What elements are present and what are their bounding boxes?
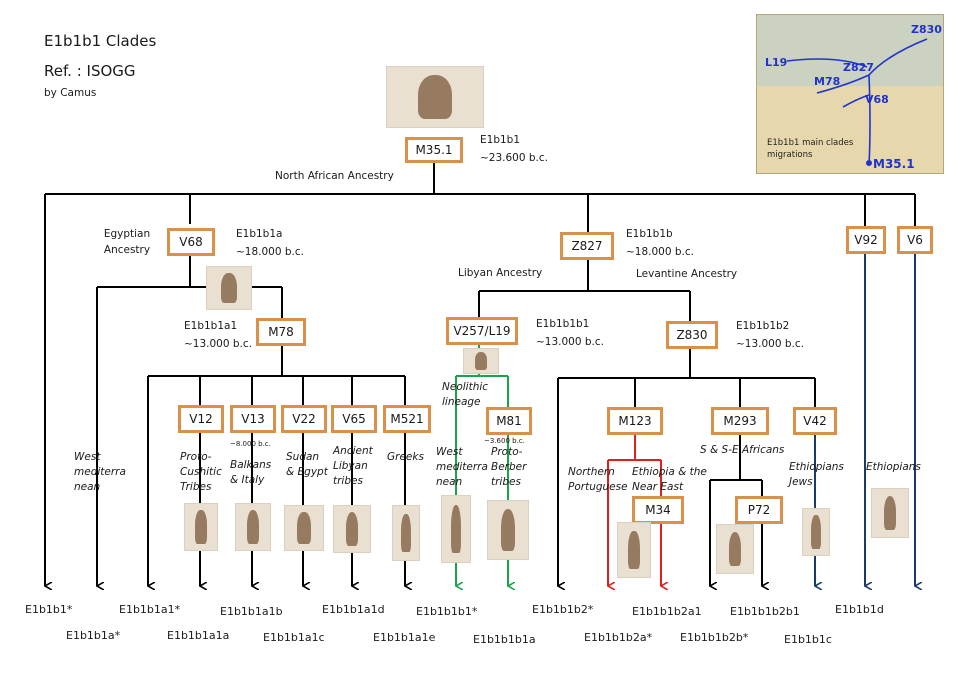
z830-haplogroup: E1b1b1b2 <box>736 320 790 332</box>
node-m35-1: M35.1 <box>405 137 463 163</box>
map-label-m78: M78 <box>814 75 841 88</box>
node-v6: V6 <box>897 226 933 254</box>
m351-haplogroup: E1b1b1 <box>480 134 521 146</box>
leaf-e1b1b1a1-star: E1b1b1a1* <box>119 603 181 616</box>
sudan-image <box>284 505 324 551</box>
node-m293: M293 <box>711 407 769 435</box>
ethiopians-label: Ethiopians <box>866 461 921 473</box>
greek-image <box>392 505 420 561</box>
north-african-ancestry-label: North African Ancestry <box>275 170 394 182</box>
leaf-e1b1b1b1c: E1b1b1c <box>784 633 832 646</box>
z827-age: ~18.000 b.c. <box>626 246 694 258</box>
leaf-e1b1b1b2a-star: E1b1b1b2a* <box>584 631 653 644</box>
map-label-v68: V68 <box>865 93 889 106</box>
m81-age: ~3.600 b.c. <box>484 437 525 445</box>
node-v22: V22 <box>281 405 327 433</box>
west-mediterranean-label-1: West mediterra nean <box>74 451 126 493</box>
diagram-title: E1b1b1 Clades <box>44 32 157 50</box>
balkans-italy-label: Balkans & Italy <box>230 459 272 486</box>
leaf-e1b1b1b2b1: E1b1b1b2b1 <box>730 605 800 618</box>
node-m123: M123 <box>607 407 663 435</box>
v68-haplogroup: E1b1b1a <box>236 228 283 240</box>
sudan-egypt-label: Sudan & Egypt <box>286 451 328 478</box>
african-warrior-image <box>716 524 754 574</box>
leaf-e1b1b1b2a1: E1b1b1b2a1 <box>632 605 702 618</box>
v68-age: ~18.000 b.c. <box>236 246 304 258</box>
ancient-libyan-image <box>333 505 371 553</box>
migration-map: Z830 L19 Z827 M78 V68 M35.1 E1b1b1 main … <box>756 14 944 174</box>
libyan-ancestry-label: Libyan Ancestry <box>458 267 543 279</box>
leaf-e1b1b1b1a: E1b1b1b1a <box>473 633 536 646</box>
node-v68: V68 <box>167 228 215 256</box>
portuguese-soldier-image <box>617 522 651 578</box>
leaf-e1b1b1a1c: E1b1b1a1c <box>263 631 325 644</box>
node-v13: V13 <box>230 405 276 433</box>
ethiopian-image <box>871 488 909 538</box>
node-m78: M78 <box>256 318 306 346</box>
ancient-libyan-label: Ancient Libyan tribes <box>333 445 373 487</box>
node-v257-l19: V257/L19 <box>446 317 518 345</box>
greeks-label: Greeks <box>387 451 424 463</box>
node-m34: M34 <box>632 496 684 524</box>
node-m521: M521 <box>383 405 431 433</box>
libyan-figure-image <box>463 348 499 374</box>
leaf-e1b1b1a1a: E1b1b1a1a <box>167 629 230 642</box>
z827-haplogroup: E1b1b1b <box>626 228 673 240</box>
ethiopian-jew-image <box>802 508 830 556</box>
m78-haplogroup: E1b1b1a1 <box>184 320 238 332</box>
leaf-e1b1b1a1d: E1b1b1a1d <box>322 603 385 616</box>
leaf-e1b1b1a1e: E1b1b1a1e <box>373 631 436 644</box>
node-v12: V12 <box>178 405 224 433</box>
node-z830: Z830 <box>666 321 718 349</box>
map-label-z830: Z830 <box>911 23 942 36</box>
roman-soldier-image <box>441 495 471 563</box>
egyptian-ancestry-label: Egyptian Ancestry <box>103 228 151 256</box>
node-v92: V92 <box>846 226 886 254</box>
v13-age: ~8.000 b.c. <box>230 440 271 448</box>
m78-age: ~13.000 b.c. <box>184 338 252 350</box>
v257-haplogroup: E1b1b1b1 <box>536 318 590 330</box>
node-v42: V42 <box>793 407 837 435</box>
node-m81: M81 <box>486 407 532 435</box>
map-label-m351: M35.1 <box>873 157 915 171</box>
proto-cushitic-image <box>184 503 218 551</box>
z830-age: ~13.000 b.c. <box>736 338 804 350</box>
proto-berber-label: Proto- Berber tribes <box>491 446 527 488</box>
s-se-africans-label: S & S-E Africans <box>700 444 785 456</box>
leaf-e1b1b1-star: E1b1b1* <box>25 603 73 616</box>
map-label-z827: Z827 <box>843 61 874 74</box>
leaf-e1b1b1a-star: E1b1b1a* <box>66 629 121 642</box>
leaf-e1b1b1a1b: E1b1b1a1b <box>220 605 283 618</box>
v257-age: ~13.000 b.c. <box>536 336 604 348</box>
leaf-e1b1b1b2-star: E1b1b1b2* <box>532 603 594 616</box>
leaf-e1b1b1b1-star: E1b1b1b1* <box>416 605 478 618</box>
node-v65: V65 <box>331 405 377 433</box>
west-mediterranean-label-2: West mediterra nean <box>436 446 488 488</box>
reference-label: Ref. : ISOGG <box>44 62 136 80</box>
node-z827: Z827 <box>560 232 614 260</box>
proto-cushitic-label: Proto- Cushitic Tribes <box>180 451 222 493</box>
ethiopia-near-east-label: Ethiopia & the Near East <box>632 466 707 493</box>
egyptian-figure-image <box>206 266 252 310</box>
map-label-l19: L19 <box>765 56 788 69</box>
leaf-e1b1b1b2b-star: E1b1b1b2b* <box>680 631 749 644</box>
map-caption: E1b1b1 main clades migrations <box>767 138 854 160</box>
leaf-e1b1b1c: E1b1b1d <box>835 603 884 616</box>
author-label: by Camus <box>44 87 97 99</box>
levantine-ancestry-label: Levantine Ancestry <box>636 268 738 280</box>
northern-portuguese-label: Northern Portuguese <box>568 466 628 493</box>
m351-age: ~23.600 b.c. <box>480 152 548 164</box>
egyptian-frieze-image <box>386 66 484 128</box>
ethiopians-jews-label: Ethiopians Jews <box>789 461 844 488</box>
balkans-image <box>235 503 271 551</box>
berber-rider-image <box>487 500 529 560</box>
neolithic-lineage-label: Neolithic lineage <box>442 381 489 408</box>
node-p72: P72 <box>735 496 783 524</box>
